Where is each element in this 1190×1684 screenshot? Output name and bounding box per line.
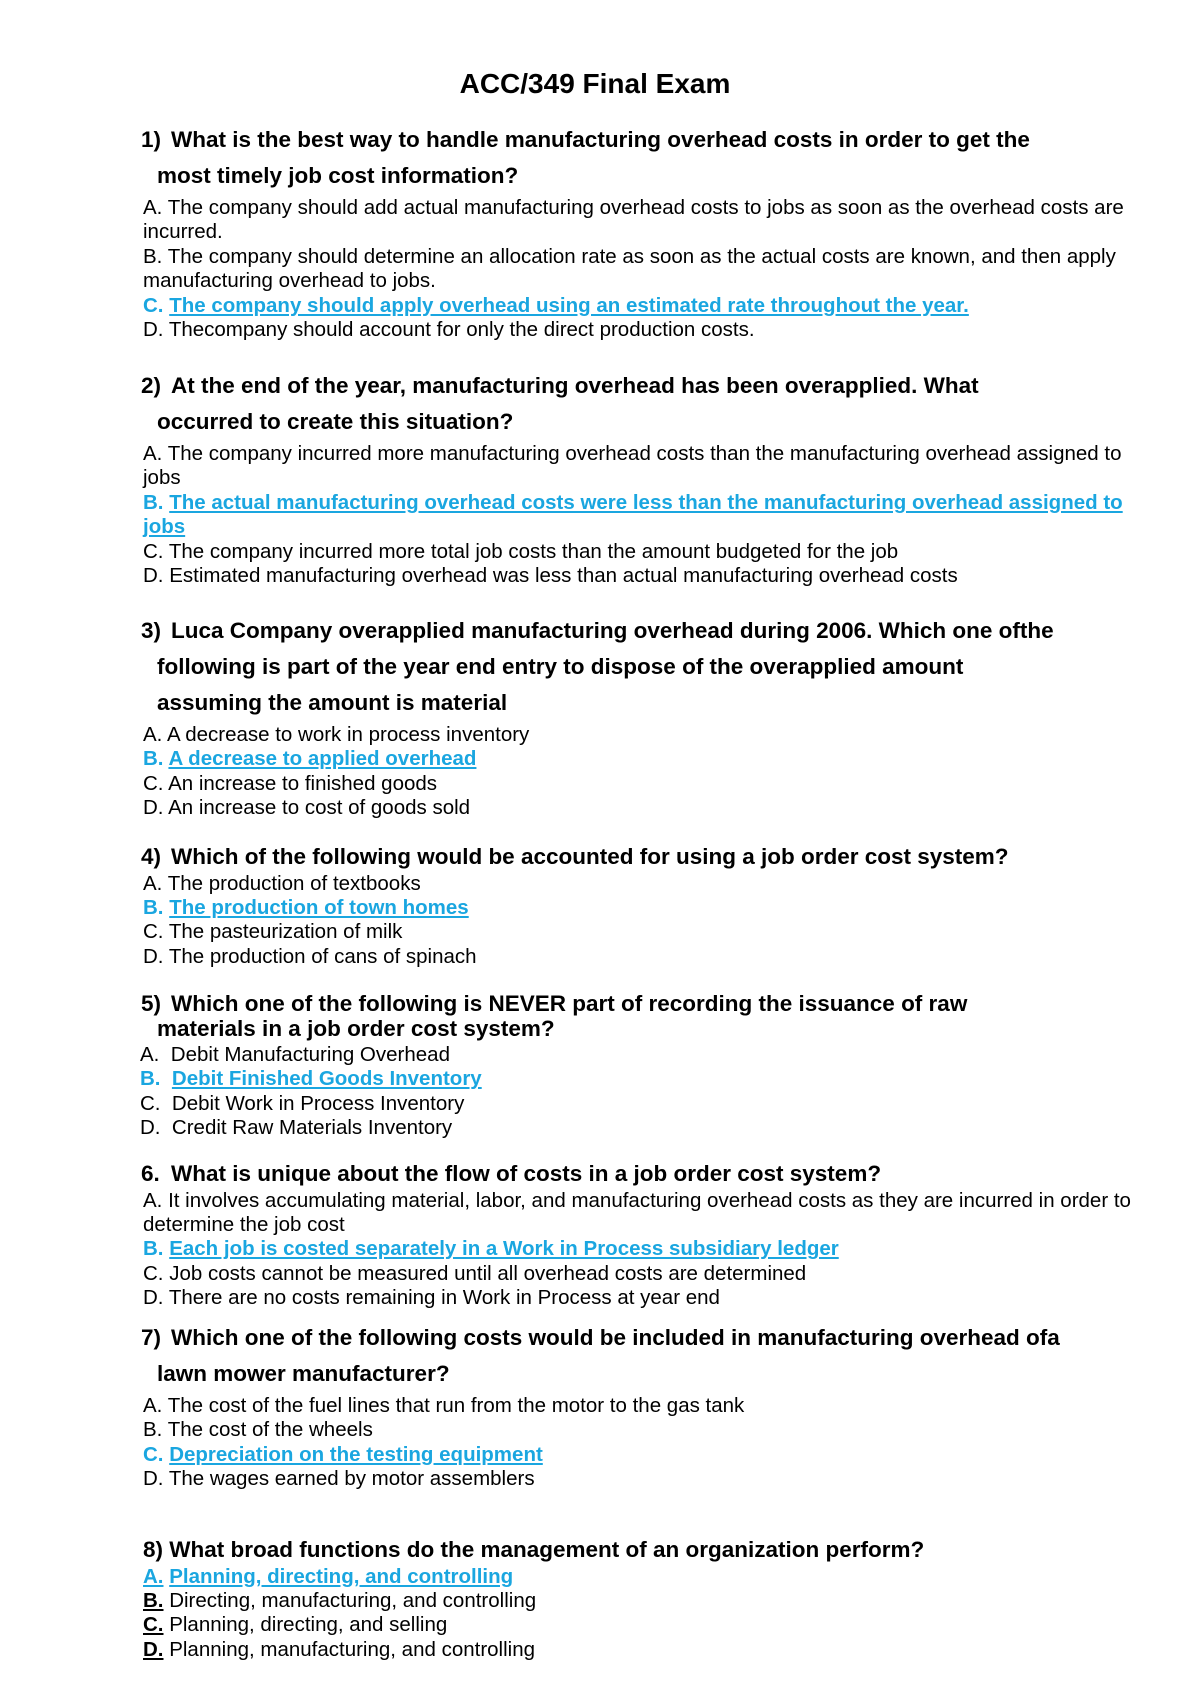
question-text: 4)Which of the following would be accoun… [141, 844, 1009, 869]
question-1: 1)What is the best way to handle manufac… [0, 122, 1190, 342]
option-c: C. An increase to finished goods [143, 771, 438, 795]
question-5: 5)Which one of the following is NEVER pa… [0, 991, 1190, 1141]
option-a-correct: A. Planning, directing, and controlling [143, 1564, 514, 1588]
page-title: ACC/349 Final Exam [459, 68, 731, 99]
option-a: A. The production of textbooks [143, 871, 421, 895]
question-3: 3)Luca Company overapplied manufacturing… [0, 613, 1190, 821]
options-list: A. Debit Manufacturing Overhead B. Debit… [140, 1043, 1130, 1141]
question-text: 3)Luca Company overapplied manufacturing… [141, 618, 1054, 715]
option-b-correct: B. The actual manufacturing overhead cos… [143, 490, 1123, 539]
question-7: 7)Which one of the following costs would… [0, 1320, 1190, 1492]
option-c: C. The pasteurization of milk [143, 920, 403, 944]
option-b-correct: B. Debit Finished Goods Inventory [140, 1067, 482, 1091]
question-2: 2)At the end of the year, manufacturing … [0, 368, 1190, 588]
option-a: A. A decrease to work in process invento… [143, 723, 530, 746]
options-list: A. The production of textbooks B. The pr… [143, 872, 1133, 970]
question-text: 8) What broad functions do the managemen… [143, 1537, 925, 1562]
option-a: A. It involves accumulating material, la… [143, 1188, 1131, 1236]
option-c-correct: C. Depreciation on the testing equipment [143, 1442, 543, 1466]
option-a: A. Debit Manufacturing Overhead [140, 1043, 450, 1066]
option-c: C. Debit Work in Process Inventory [140, 1091, 465, 1115]
option-d: D. Estimated manufacturing overhead was … [143, 564, 958, 588]
option-b: B. The cost of the wheels [143, 1418, 373, 1442]
options-list: A. It involves accumulating material, la… [143, 1189, 1133, 1311]
option-d: D. Credit Raw Materials Inventory [140, 1116, 453, 1140]
option-a: A. The company incurred more manufacturi… [143, 442, 1122, 490]
option-b-correct: B. The production of town homes [143, 895, 469, 919]
question-4: 4)Which of the following would be accoun… [0, 844, 1190, 970]
question-text: 5)Which one of the following is NEVER pa… [141, 991, 968, 1041]
question-text: 2)At the end of the year, manufacturing … [141, 373, 979, 434]
option-d: D. Planning, manufacturing, and controll… [143, 1637, 536, 1661]
option-c: C. The company incurred more total job c… [143, 539, 899, 563]
question-text: 7)Which one of the following costs would… [141, 1325, 1060, 1386]
options-list: A. The cost of the fuel lines that run f… [143, 1394, 1133, 1492]
option-b-correct: B. A decrease to applied overhead [143, 747, 477, 771]
option-d: D. The wages earned by motor assemblers [143, 1467, 535, 1491]
question-8: 8) What broad functions do the managemen… [0, 1537, 1190, 1663]
option-c-correct: C. The company should apply overhead usi… [143, 293, 969, 317]
option-d: D. Thecompany should account for only th… [143, 318, 755, 342]
option-b: B. The company should determine an alloc… [143, 244, 1116, 293]
question-text: 1)What is the best way to handle manufac… [141, 127, 1030, 188]
question-6: 6.What is unique about the flow of costs… [0, 1161, 1190, 1311]
option-c: C. Job costs cannot be measured until al… [143, 1261, 807, 1285]
option-d: D. The production of cans of spinach [143, 944, 477, 968]
option-a: A. The company should add actual manufac… [143, 196, 1124, 244]
options-list: A. The company incurred more manufacturi… [143, 442, 1133, 588]
option-d: D. There are no costs remaining in Work … [143, 1286, 720, 1310]
question-text: 6.What is unique about the flow of costs… [141, 1161, 882, 1186]
option-a: A. The cost of the fuel lines that run f… [143, 1394, 745, 1417]
option-d: D. An increase to cost of goods sold [143, 796, 471, 820]
option-b-correct: B. Each job is costed separately in a Wo… [143, 1237, 839, 1261]
option-c: C. Planning, directing, and selling [143, 1613, 448, 1637]
options-list: A. The company should add actual manufac… [143, 196, 1133, 342]
options-list: A. A decrease to work in process invento… [143, 723, 1133, 821]
options-list: A. Planning, directing, and controlling … [143, 1565, 1133, 1663]
option-b: B. Directing, manufacturing, and control… [143, 1588, 537, 1612]
